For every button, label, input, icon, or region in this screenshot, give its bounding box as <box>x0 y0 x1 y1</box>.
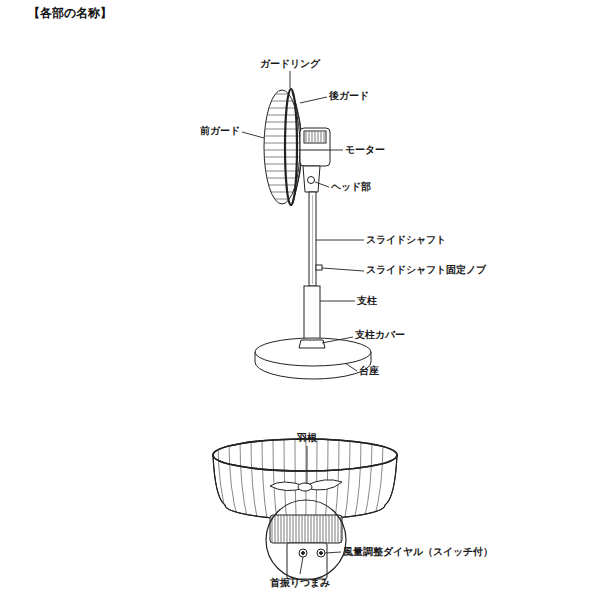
wire-stroke <box>306 132 307 142</box>
part-label: 支柱 <box>357 295 377 307</box>
wire-stroke <box>293 515 294 543</box>
part-label: 羽根 <box>297 432 317 444</box>
part-label: 風量調整ダイヤル（スイッチ付） <box>343 546 493 558</box>
wire-stroke <box>262 185 300 186</box>
wire-stroke <box>287 515 288 543</box>
wire-stroke <box>262 150 300 151</box>
wire-stroke <box>262 136 300 137</box>
part-label: スライドシャフト <box>366 234 446 246</box>
wire-stroke <box>278 515 279 543</box>
wire-stroke <box>323 515 324 543</box>
wire-stroke <box>229 440 238 520</box>
wire-stroke <box>320 515 321 543</box>
wire-stroke <box>262 178 300 179</box>
part-label: 後ガード <box>329 90 369 102</box>
wire-stroke <box>335 515 336 543</box>
wire-stroke <box>262 108 300 109</box>
wire-stroke <box>262 164 300 165</box>
wire-stroke <box>262 171 300 172</box>
wire-stroke <box>324 132 325 142</box>
part-label: モーター <box>345 144 385 156</box>
wire-stroke <box>240 440 248 520</box>
wire-stroke <box>315 132 316 142</box>
wire-stroke <box>302 515 303 543</box>
wire-stroke <box>273 440 277 520</box>
part-label: ガードリング <box>260 58 320 70</box>
wire-stroke <box>354 440 361 520</box>
wire-stroke <box>262 157 300 158</box>
wire-stroke <box>296 515 297 543</box>
wire-stroke <box>262 129 300 130</box>
wire-stroke <box>338 515 339 543</box>
wire-stroke <box>262 143 300 144</box>
wire-stroke <box>311 515 312 543</box>
part-label: 前ガード <box>200 125 240 137</box>
part-label: 首振りつまみ <box>270 577 330 589</box>
wire-stroke <box>284 440 287 520</box>
wire-stroke <box>290 515 291 543</box>
wire-stroke <box>317 515 318 543</box>
wire-stroke <box>329 515 330 543</box>
wire-stroke <box>318 132 319 142</box>
wire-stroke <box>251 440 257 520</box>
wire-stroke <box>374 440 383 520</box>
wire-stroke <box>332 515 333 543</box>
wire-stroke <box>309 132 310 142</box>
part-label: ヘッド部 <box>331 181 371 193</box>
wire-stroke <box>321 132 322 142</box>
wire-stroke <box>262 122 300 123</box>
wire-stroke <box>308 515 309 543</box>
title: 【各部の名称】 <box>28 6 112 20</box>
part-label: 支柱カバー <box>355 329 405 341</box>
wire-stroke <box>345 440 350 520</box>
wire-stroke <box>275 515 276 543</box>
wire-stroke <box>281 515 282 543</box>
wire-stroke <box>326 515 327 543</box>
part-label: スライドシャフト固定ノブ <box>366 264 486 276</box>
wire-stroke <box>262 440 267 520</box>
wire-stroke <box>284 515 285 543</box>
wire-stroke <box>262 115 300 116</box>
wire-stroke <box>305 440 306 520</box>
wire-stroke <box>316 440 317 520</box>
wire-stroke <box>299 515 300 543</box>
wire-stroke <box>364 440 372 520</box>
wire-stroke <box>295 440 296 520</box>
wire-stroke <box>305 515 306 543</box>
wire-stroke <box>314 515 315 543</box>
part-label: 台座 <box>359 365 379 377</box>
wire-stroke <box>312 132 313 142</box>
